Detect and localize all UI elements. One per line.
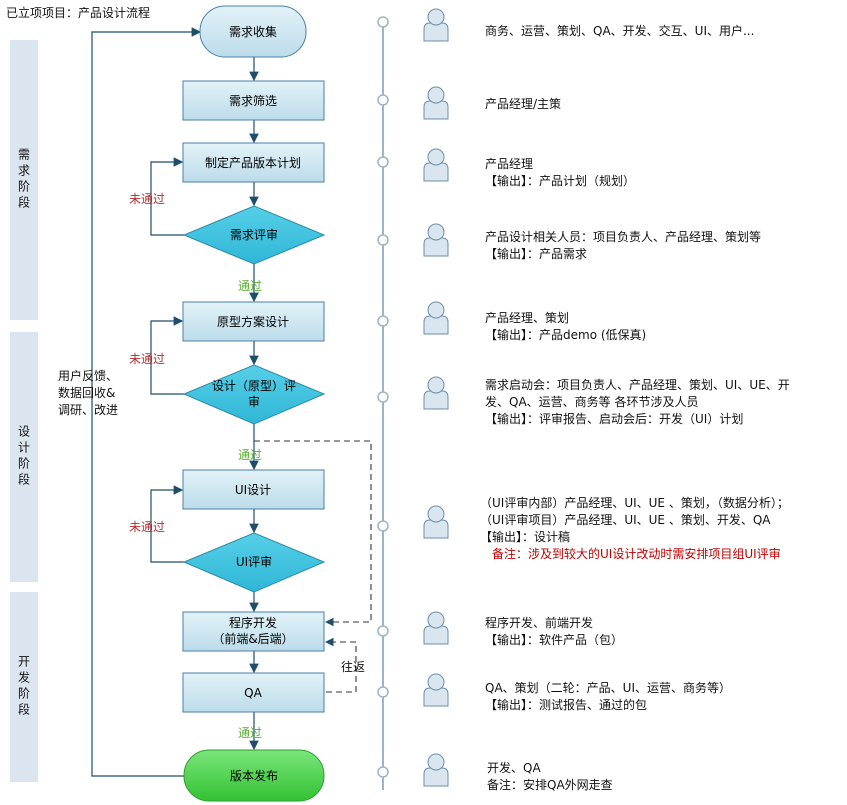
participants-qa: QA、策划（二轮：产品、UI、运营、商务等） 【输出】：测试报告、通过的包 bbox=[485, 680, 731, 714]
participant-output: 【输出】：测试报告、通过的包 bbox=[485, 698, 648, 712]
person-icon bbox=[423, 86, 449, 120]
phase-development-label: 开发阶段 bbox=[16, 655, 31, 719]
label-round-trip: 往返 bbox=[341, 659, 365, 674]
node-ui-design-label: UI设计 bbox=[235, 483, 271, 497]
phase-design-label: 设计阶段 bbox=[16, 425, 31, 489]
node-filter: 需求筛选 bbox=[182, 80, 325, 121]
participant-line: 需求启动会：项目负责人、产品经理、策划、UI、UE、开 bbox=[485, 378, 790, 392]
node-prototype-label: 原型方案设计 bbox=[217, 314, 289, 329]
participant-line: 产品经理、策划 bbox=[485, 311, 570, 325]
participant-output: 【输出】：设计稿 bbox=[480, 530, 571, 544]
node-release: 版本发布 bbox=[183, 749, 325, 802]
participant-line: 产品经理/主策 bbox=[485, 97, 562, 111]
timeline-dot bbox=[377, 391, 389, 403]
participant-line: 发、QA、运营、商务等 各环节涉及人员 bbox=[485, 395, 699, 409]
node-collect: 需求收集 bbox=[199, 5, 307, 58]
label-passed-2: 通过 bbox=[238, 448, 262, 462]
participants-release: 开发、QA 备注：安排QA外网走查 bbox=[487, 760, 613, 794]
participants-filter: 产品经理/主策 bbox=[485, 96, 561, 113]
node-dev: 程序开发 （前端&后端） bbox=[182, 611, 325, 652]
participants-req-review: 产品设计相关人员：项目负责人、产品经理、策划等 【输出】：产品需求 bbox=[485, 229, 761, 263]
loop-req-review bbox=[150, 157, 184, 236]
participant-line: 产品经理 bbox=[485, 157, 534, 171]
participants-plan: 产品经理 【输出】：产品计划（规划） bbox=[485, 156, 635, 190]
node-ui-review: UI评审 bbox=[182, 532, 326, 593]
phase-development: 开发阶段 bbox=[10, 592, 38, 782]
participant-line: （UI评审项目）产品经理、UI、UE 、策划、开发、QA bbox=[480, 513, 771, 527]
label-passed-3: 通过 bbox=[238, 726, 262, 740]
label-not-passed-3: 未通过 bbox=[129, 520, 165, 534]
timeline-dot bbox=[377, 766, 389, 778]
person-icon bbox=[423, 673, 449, 707]
node-design-review: 设计（原型）评 审 bbox=[182, 364, 326, 425]
timeline-dot bbox=[377, 520, 389, 532]
participant-output: 【输出】：评审报告、启动会后：开发（UI）计划 bbox=[485, 412, 744, 426]
participant-output: 【输出】：软件产品（包） bbox=[485, 633, 624, 647]
participants-design-review: 需求启动会：项目负责人、产品经理、策划、UI、UE、开 发、QA、运营、商务等 … bbox=[485, 377, 790, 428]
participant-line: 开发、QA bbox=[487, 761, 541, 775]
phase-requirements: 需求阶段 bbox=[10, 40, 38, 320]
person-icon bbox=[423, 223, 449, 257]
timeline-dot bbox=[377, 94, 389, 106]
node-prototype: 原型方案设计 bbox=[182, 301, 325, 342]
participant-line: 商务、运营、策划、QA、开发、交互、UI、用户... bbox=[485, 24, 755, 38]
feedback-loop-label: 用户反馈、数据回收&调研、改进 bbox=[58, 369, 119, 417]
node-design-review-label-2: 审 bbox=[248, 394, 260, 409]
node-req-review: 需求评审 bbox=[182, 205, 326, 265]
dashed-designreview-dev bbox=[254, 440, 372, 627]
node-release-label: 版本发布 bbox=[230, 768, 278, 783]
person-icon bbox=[423, 611, 449, 645]
timeline-dot bbox=[377, 16, 389, 28]
label-not-passed-1: 未通过 bbox=[129, 192, 165, 206]
phase-design: 设计阶段 bbox=[10, 332, 38, 582]
loop-ui-review bbox=[150, 485, 184, 563]
participant-line: 备注：安排QA外网走查 bbox=[487, 778, 613, 792]
participant-line: 产品设计相关人员：项目负责人、产品经理、策划等 bbox=[485, 230, 762, 244]
node-dev-label-2: （前端&后端） bbox=[212, 631, 293, 646]
node-design-review-label-1: 设计（原型）评 bbox=[212, 379, 296, 393]
loop-feedback bbox=[91, 27, 202, 777]
participants-dev: 程序开发、前端开发 【输出】：软件产品（包） bbox=[485, 615, 623, 649]
node-qa-label: QA bbox=[244, 686, 262, 700]
participant-output: 【输出】：产品计划（规划） bbox=[485, 174, 636, 188]
node-filter-label: 需求筛选 bbox=[229, 93, 277, 108]
participant-output: 【输出】：产品需求 bbox=[485, 247, 588, 261]
node-collect-label: 需求收集 bbox=[229, 24, 277, 39]
node-plan: 制定产品版本计划 bbox=[182, 142, 325, 183]
dashed-qa-dev bbox=[324, 637, 357, 693]
phase-requirements-label: 需求阶段 bbox=[16, 148, 31, 212]
node-plan-label: 制定产品版本计划 bbox=[205, 155, 301, 170]
participants-ui: （UI评审内部）产品经理、UI、UE 、策划，（数据分析）； （UI评审项目）产… bbox=[480, 495, 789, 563]
timeline-dot bbox=[377, 234, 389, 246]
participant-output: 【输出】：产品demo (低保真) bbox=[485, 328, 647, 342]
person-icon bbox=[423, 301, 449, 335]
participant-line: 程序开发、前端开发 bbox=[485, 616, 594, 630]
label-passed-1: 通过 bbox=[238, 279, 262, 293]
person-icon bbox=[423, 376, 449, 410]
timeline-dot bbox=[377, 315, 389, 327]
person-icon bbox=[423, 753, 449, 787]
participant-line: （UI评审内部）产品经理、UI、UE 、策划，（数据分析）； bbox=[480, 496, 789, 510]
participants-collect: 商务、运营、策划、QA、开发、交互、UI、用户... bbox=[485, 23, 754, 40]
timeline-dot bbox=[377, 686, 389, 698]
loop-design-review bbox=[150, 316, 184, 395]
person-icon bbox=[423, 148, 449, 182]
node-req-review-label: 需求评审 bbox=[230, 227, 278, 242]
timeline-dot bbox=[377, 625, 389, 637]
person-icon bbox=[423, 8, 449, 42]
participant-line: QA、策划（二轮：产品、UI、运营、商务等） bbox=[485, 681, 731, 695]
participant-note: 备注：涉及到较大的UI设计改动时需安排项目组UI评审 bbox=[492, 547, 781, 561]
participants-prototype: 产品经理、策划 【输出】：产品demo (低保真) bbox=[485, 310, 646, 344]
node-ui-review-label: UI评审 bbox=[236, 554, 272, 569]
person-icon bbox=[423, 505, 449, 539]
node-ui-design: UI设计 bbox=[182, 469, 325, 510]
label-not-passed-2: 未通过 bbox=[129, 352, 165, 366]
node-qa: QA bbox=[182, 672, 325, 713]
page-title: 已立项项目：产品设计流程 bbox=[6, 6, 151, 20]
node-dev-label-1: 程序开发 bbox=[229, 615, 277, 630]
timeline-dot bbox=[377, 156, 389, 168]
